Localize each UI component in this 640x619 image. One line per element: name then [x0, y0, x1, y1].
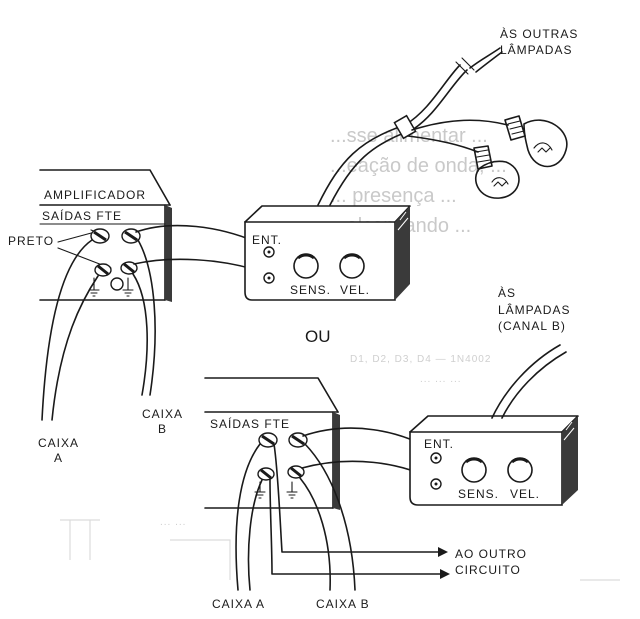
terminal-top-a-red — [90, 228, 110, 244]
label-outras-lampadas-2: LÂMPADAS — [500, 42, 572, 57]
bleed-line-2: ...eação de onda, ... — [330, 155, 507, 177]
wire-ao-outro-1 — [273, 443, 439, 553]
amp-top-roof — [39, 169, 171, 206]
branch-upper-lamp — [411, 119, 509, 131]
cable-end-1 — [469, 47, 501, 69]
knob-vel-bottom — [507, 457, 533, 483]
cable-bottom-strand-2 — [501, 351, 567, 419]
control-box-bottom-lid — [409, 415, 579, 433]
lamp-bulb-1 — [504, 115, 568, 168]
terminal-top-knob — [110, 277, 124, 291]
label-caixa-b-top-2: B — [158, 422, 167, 436]
ground-icon — [122, 277, 134, 297]
wire-caixa-a-2 — [51, 275, 99, 421]
label-outras-lampadas-1: ÀS OUTRAS — [500, 26, 578, 41]
terminal-bottom-a-red — [258, 432, 278, 448]
label-as-lampadas-2: LÂMPADAS — [498, 302, 570, 317]
lamp1-filament — [533, 142, 553, 153]
label-caixa-a-bottom: CAIXA A — [212, 597, 265, 611]
label-amplificador: AMPLIFICADOR — [44, 188, 146, 202]
label-ent-bottom: ENT. — [424, 437, 454, 451]
label-caixa-a-top-2: A — [54, 451, 63, 465]
bleed-small-2: ... ... ... — [420, 374, 462, 385]
terminal-top-a-black — [94, 263, 112, 277]
amp-bottom-side-shade — [333, 412, 340, 510]
label-as-lampadas-1: ÀS — [498, 285, 516, 300]
label-ao-outro-1: AO OUTRO — [455, 547, 527, 561]
label-sens-bottom: SENS. — [458, 487, 499, 501]
ground-icon — [254, 481, 266, 499]
wire-bottom-caixa-a-1 — [235, 443, 261, 591]
amplifier-bottom — [204, 377, 340, 510]
label-as-lampadas-3: (CANAL B) — [498, 319, 566, 333]
control-box-top — [244, 205, 411, 301]
knob-sens-top — [293, 253, 319, 279]
ground-icon — [286, 481, 298, 499]
label-saidas-fte-bottom: SAÍDAS FTE — [210, 416, 290, 431]
ground-icon — [88, 277, 100, 297]
signal-wires-top — [133, 224, 264, 273]
bleed-small-3: ... ... — [160, 517, 186, 528]
terminal-bottom-b-black — [287, 465, 305, 479]
cable-break-symbol — [455, 57, 475, 75]
label-ent-top: ENT. — [252, 233, 282, 247]
knob-vel-top — [339, 253, 365, 279]
lamp-bulb-2 — [473, 145, 520, 199]
lamp2-glass — [475, 160, 520, 199]
label-caixa-b-top-1: CAIXA — [142, 407, 183, 421]
bleed-schematic-2 — [170, 539, 620, 581]
terminal-bottom-a-black — [257, 467, 275, 481]
arrow-ao-outro-1 — [438, 547, 448, 557]
wire-caixa-a-1 — [41, 239, 93, 421]
amp-bottom-roof — [204, 377, 339, 413]
wire-bottom-caixa-a-2 — [247, 479, 263, 591]
knob-sens-bottom — [461, 457, 487, 483]
wire-ao-outro-2 — [269, 479, 441, 575]
amp-bottom-terminals — [254, 432, 308, 499]
control-box-top-side — [395, 206, 410, 300]
speaker-wires-top — [41, 239, 156, 421]
signal-wire-top-1 — [135, 224, 264, 246]
label-sens-top: SENS. — [290, 283, 331, 297]
bleed-line-3: ... presença ... — [330, 185, 457, 207]
label-ou: OU — [305, 327, 331, 346]
amp-top-side-shade — [165, 205, 172, 302]
control-box-top-front — [244, 221, 396, 301]
terminal-top-b-black — [120, 261, 138, 275]
label-preto: PRETO — [8, 234, 54, 248]
label-saidas-fte-top: SAÍDAS FTE — [42, 208, 122, 223]
label-caixa-b-bottom: CAIXA B — [316, 597, 370, 611]
label-ao-outro-2: CIRCUITO — [455, 563, 521, 577]
branch-lower-lamp — [407, 135, 479, 153]
lamp2-socket — [473, 145, 493, 170]
cable-end-2 — [475, 51, 503, 73]
label-caixa-a-top-1: CAIXA — [38, 436, 79, 450]
lamp-cable-top — [317, 47, 509, 206]
bleed-small-1: D1, D2, D3, D4 — 1N4002 — [350, 354, 491, 365]
cable-clamp — [393, 114, 417, 140]
amplifier-top — [39, 169, 172, 302]
label-vel-top: VEL. — [340, 283, 370, 297]
lamp-cable-bottom — [491, 344, 567, 419]
label-vel-bottom: VEL. — [510, 487, 540, 501]
wire-caixa-b-2 — [132, 273, 148, 396]
arrow-ao-outro-2 — [440, 569, 450, 579]
wire-bottom-caixa-b-1 — [304, 443, 356, 591]
lamp1-glass — [523, 119, 568, 168]
lamp2-filament — [491, 177, 509, 187]
control-box-bottom — [409, 415, 579, 506]
signal-wire-top-2 — [133, 258, 264, 273]
control-box-top-hatch — [397, 211, 409, 231]
control-box-bottom-hatch — [563, 421, 575, 441]
lamp2-thread — [475, 149, 491, 163]
wire-caixa-b-1 — [137, 239, 156, 396]
bleed-schematic-1 — [60, 519, 100, 560]
wires-to-other-circuit — [269, 443, 450, 579]
cable-bottom-strand-1 — [491, 344, 561, 419]
lamp1-thread — [507, 120, 525, 135]
